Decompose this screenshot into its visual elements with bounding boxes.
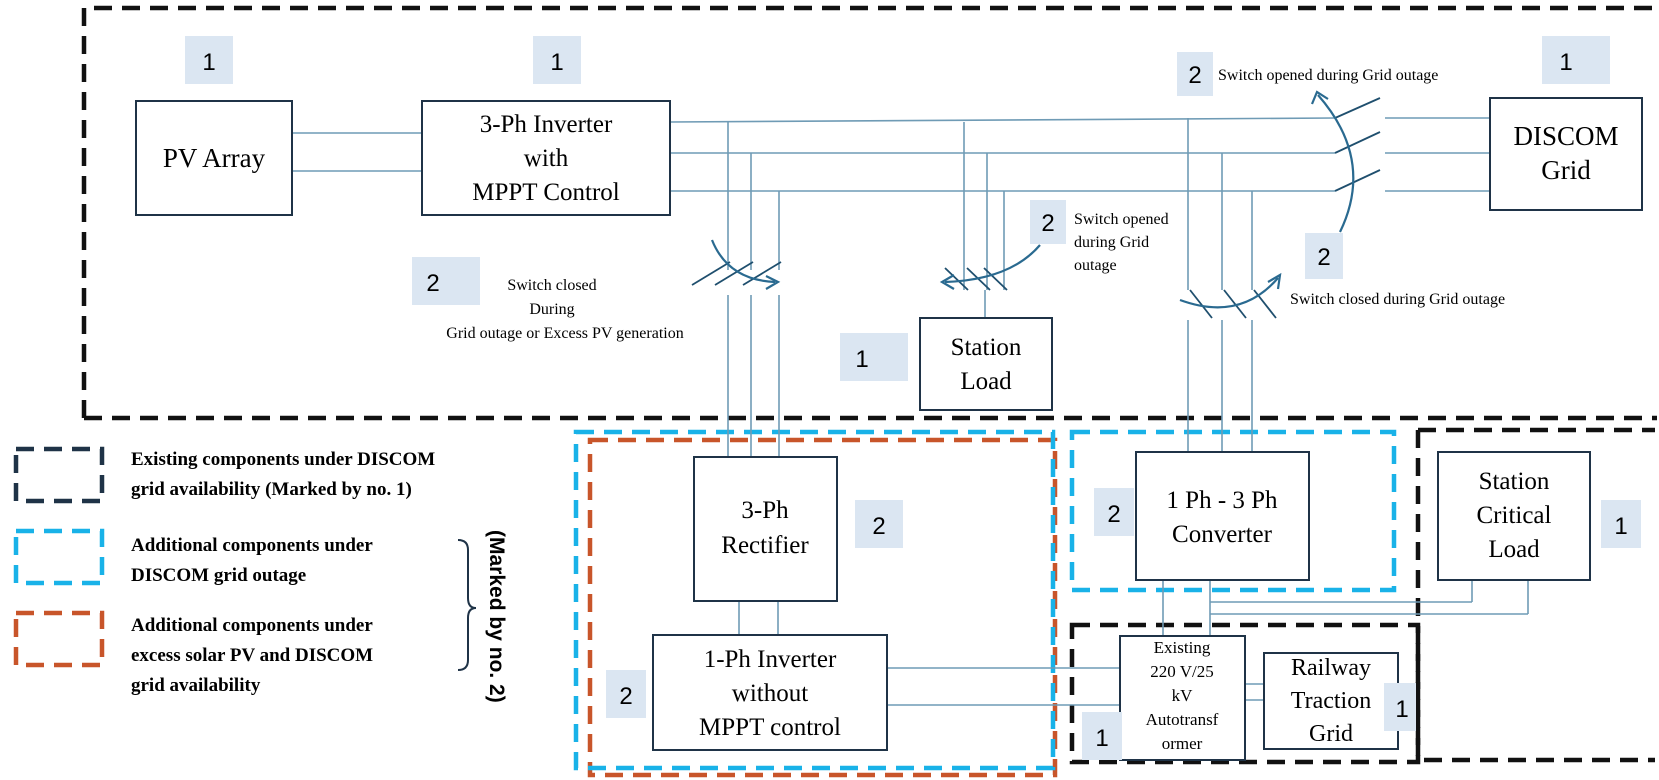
inverter-1ph-line3: MPPT control: [699, 714, 841, 741]
legend-swatch-existing: [13, 446, 105, 504]
wiring: [292, 117, 1529, 706]
inverter-3ph-line3: MPPT Control: [472, 179, 620, 206]
pv-array-label: PV Array: [163, 143, 266, 173]
critical-load-line2: Critical: [1477, 502, 1552, 529]
station-load-line2: Load: [960, 368, 1012, 395]
switch-station-load: [939, 244, 1041, 291]
legend-outage-line2: DISCOM grid outage: [131, 565, 306, 586]
legend-existing-line1: Existing components under DISCOM: [131, 449, 435, 470]
badge-switch-converter: 2: [1317, 244, 1330, 271]
legend-swatch-excess: [13, 610, 105, 668]
badge-switch-discom: 2: [1188, 62, 1201, 89]
discom-grid-line2: Grid: [1541, 155, 1591, 185]
badge-inverter: 1: [550, 49, 563, 76]
traction-grid-line3: Grid: [1309, 721, 1353, 747]
traction-grid-line1: Railway: [1291, 655, 1371, 681]
legend-excess-line3: grid availability: [131, 675, 261, 696]
rectifier-3ph: 3-Ph Rectifier: [693, 456, 838, 602]
note-rectifier-line1: Switch closed: [507, 277, 596, 294]
autotransformer-line4: Autotransf: [1146, 710, 1219, 729]
station-load: Station Load: [919, 317, 1053, 411]
outage-region-converter: [1069, 429, 1397, 593]
inverter-3ph-line1: 3-Ph Inverter: [480, 111, 613, 138]
badge-station-load: 1: [855, 346, 868, 373]
number-badges: 1 1 1 2 2 2 2 1 2 2 2 1 1 1: [185, 36, 1641, 760]
switch-rectifier: [691, 239, 782, 290]
legend-excess-line2: excess solar PV and DISCOM: [131, 645, 373, 666]
legend-existing-line2: grid availability (Marked by no. 1): [131, 479, 412, 500]
switch-discom: [1310, 90, 1381, 233]
switch-annotations: Switch closed During Grid outage or Exce…: [446, 67, 1505, 342]
legend-bracket: [457, 539, 477, 671]
critical-load-line1: Station: [1479, 468, 1550, 495]
pv-array: PV Array: [135, 100, 293, 216]
legend-outage-line1: Additional components under: [131, 535, 373, 556]
inverter-1ph: 1-Ph Inverter without MPPT control: [652, 634, 888, 751]
outage-region-rectifier: [573, 429, 1056, 771]
note-station-load-line2: during Grid: [1074, 234, 1149, 251]
discom-grid: DISCOM Grid: [1489, 97, 1643, 211]
note-station-load-line3: outage: [1074, 257, 1117, 274]
autotransformer-line1: Existing: [1154, 638, 1211, 657]
inverter-1ph-line2: without: [732, 680, 808, 707]
legend-excess-line1: Additional components under: [131, 615, 373, 636]
badge-critical-load: 1: [1614, 513, 1627, 540]
badge-switch-rectifier: 2: [426, 270, 439, 297]
note-converter: Switch closed during Grid outage: [1290, 291, 1505, 308]
existing-region-transformer: [1069, 622, 1421, 765]
legend-swatch-outage: [13, 528, 105, 586]
badge-traction-grid: 1: [1395, 696, 1408, 723]
badge-autotransformer: 1: [1095, 725, 1108, 752]
badge-discom: 1: [1559, 49, 1572, 76]
rectifier-line1: 3-Ph: [741, 497, 789, 524]
autotransformer-line2: 220 V/25: [1150, 662, 1213, 681]
critical-load-line3: Load: [1488, 536, 1540, 563]
rectifier-line2: Rectifier: [721, 532, 809, 559]
converter-line2: Converter: [1172, 521, 1273, 548]
badge-inverter-1ph: 2: [619, 683, 632, 710]
legend: Existing components under DISCOM grid av…: [13, 446, 508, 703]
autotransformer-line3: kV: [1172, 686, 1194, 705]
note-rectifier-line2: During: [529, 301, 574, 318]
station-load-line1: Station: [951, 334, 1022, 361]
switch-converter: [1179, 272, 1282, 319]
autotransformer: Existing 220 V/25 kV Autotransf ormer: [1119, 635, 1246, 761]
legend-bracket-label: (Marked by no. 2): [485, 530, 508, 703]
badge-rectifier: 2: [872, 513, 885, 540]
note-station-load-line1: Switch opened: [1074, 211, 1169, 228]
traction-grid-line2: Traction: [1291, 688, 1371, 714]
badge-switch-station-load: 2: [1041, 210, 1054, 237]
inverter-3ph: 3-Ph Inverter with MPPT Control: [421, 100, 671, 216]
converter-1ph-3ph: 1 Ph - 3 Ph Converter: [1135, 451, 1310, 581]
inverter-3ph-line2: with: [524, 145, 569, 172]
autotransformer-line5: ormer: [1162, 734, 1203, 753]
railway-traction-grid: Railway Traction Grid: [1263, 652, 1399, 750]
badge-converter: 2: [1107, 501, 1120, 528]
converter-line1: 1 Ph - 3 Ph: [1166, 487, 1278, 514]
station-critical-load: Station Critical Load: [1437, 451, 1591, 581]
inverter-1ph-line1: 1-Ph Inverter: [704, 646, 837, 673]
note-rectifier-line3: Grid outage or Excess PV generation: [446, 325, 683, 342]
existing-region-right: [1415, 427, 1655, 763]
note-discom: Switch opened during Grid outage: [1218, 67, 1438, 84]
existing-region-top: [81, 5, 1657, 421]
discom-grid-line1: DISCOM: [1513, 121, 1618, 151]
badge-pv: 1: [202, 49, 215, 76]
